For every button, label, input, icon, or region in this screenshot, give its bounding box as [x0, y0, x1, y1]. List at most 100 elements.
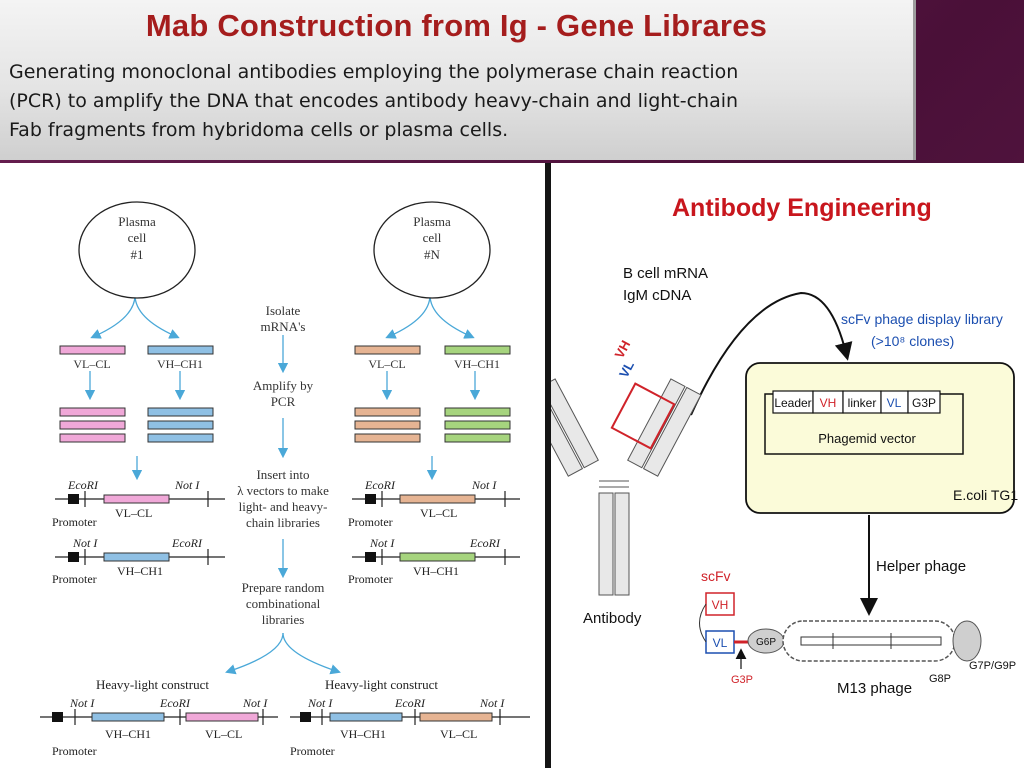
plasma-cell-1	[78, 201, 196, 299]
promoter-label: Promoter	[52, 572, 97, 586]
ecori-label: EcoRI	[171, 536, 203, 550]
ecoli-label: E.coli TG1	[953, 487, 1018, 503]
phagemid-vector-label: Phagemid vector	[818, 431, 916, 446]
segment-label: linker	[848, 396, 877, 410]
pcr-heavy-1	[147, 433, 214, 443]
vector-heavy-insert	[103, 552, 170, 562]
g7p-g9p-label: G7P/G9P	[969, 660, 1016, 672]
antibody-engineering-diagram: Antibody Engineering B cell mRNA IgM cDN…	[551, 194, 1018, 697]
step-insert: Insert into	[256, 467, 309, 482]
promoter-box	[68, 552, 79, 562]
promoter-label: Promoter	[52, 744, 97, 758]
scfv-vh-label: VH	[712, 598, 729, 612]
antibody-schematic	[551, 378, 702, 596]
pcr-heavy-1	[147, 420, 214, 430]
segment-label: VL	[887, 396, 902, 410]
construct-label: Heavy-light construct	[96, 677, 209, 692]
subtitle-line: Fab fragments from hybridoma cells or pl…	[9, 119, 509, 141]
slide-subtitle: Generating monoclonal antibodies employi…	[9, 58, 904, 145]
noti-label: Not I	[242, 696, 268, 710]
antibody-engineering-panel: Antibody Engineering B cell mRNA IgM cDN…	[551, 163, 1024, 768]
heavy-chain-label: VH–CH1	[454, 357, 500, 371]
subtitle-line: (PCR) to amplify the DNA that encodes an…	[9, 90, 739, 112]
library-diagram: Plasma cell #1 Plasma cell #N Isolate mR…	[40, 201, 530, 758]
mrna-light-1	[59, 345, 126, 355]
celln-line: Plasma	[413, 214, 451, 229]
ecori-label: EcoRI	[469, 536, 501, 550]
promoter-box	[365, 494, 376, 504]
vh-label: VH	[612, 338, 634, 361]
slide-title: Mab Construction from Ig - Gene Librares	[145, 8, 768, 43]
noti-label: Not I	[307, 696, 333, 710]
bcell-line: B cell mRNA	[623, 265, 708, 282]
antibody-label: Antibody	[583, 610, 642, 627]
pcr-light-n	[354, 407, 421, 417]
g3p-label: G3P	[731, 674, 753, 686]
heavy-chain-label: VH–CH1	[157, 357, 203, 371]
step-amplify: Amplify by	[253, 378, 314, 393]
diagram-title: Antibody Engineering	[672, 194, 932, 222]
promoter-box	[52, 712, 63, 722]
scfv-vl-label: VL	[713, 636, 728, 650]
step-prepare: libraries	[262, 612, 305, 627]
construct-heavy	[91, 712, 165, 722]
cell1-line: Plasma	[118, 214, 156, 229]
promoter-box	[365, 552, 376, 562]
celln-line: cell	[423, 230, 442, 245]
noti-label: Not I	[369, 536, 395, 550]
construct-heavy	[329, 712, 403, 722]
heavy-chain-label: VH–CH1	[340, 727, 386, 741]
g8p-label: G8P	[929, 673, 951, 685]
step-prepare: combinational	[246, 596, 321, 611]
pcr-light-1	[59, 433, 126, 443]
step-amplify: PCR	[271, 394, 296, 409]
bcell-line: IgM cDNA	[623, 287, 691, 304]
promoter-label: Promoter	[290, 744, 335, 758]
ecori-label: EcoRI	[364, 478, 396, 492]
library-line: scFv phage display library	[841, 311, 1003, 327]
segment-label: Leader	[774, 396, 811, 410]
light-chain-label: VL–CL	[368, 357, 405, 371]
library-line: (>10⁸ clones)	[871, 333, 954, 349]
pcr-light-1	[59, 420, 126, 430]
step-isolate: mRNA's	[261, 319, 306, 334]
promoter-label: Promoter	[348, 515, 393, 529]
scfv-label: scFv	[701, 568, 731, 584]
segment-label: G3P	[912, 396, 936, 410]
mrna-heavy-n	[444, 345, 511, 355]
light-chain-label: VL–CL	[440, 727, 477, 741]
noti-label: Not I	[174, 478, 200, 492]
phagemid-segment-g3p	[907, 390, 941, 414]
vector-heavy-insert	[399, 552, 476, 562]
heavy-chain-label: VH–CH1	[117, 564, 163, 578]
vector-light-insert	[103, 494, 170, 504]
pcr-light-1	[59, 407, 126, 417]
promoter-label: Promoter	[52, 515, 97, 529]
step-prepare: Prepare random	[242, 580, 325, 595]
noti-label: Not I	[69, 696, 95, 710]
light-chain-label: VL–CL	[115, 506, 152, 520]
promoter-label: Promoter	[348, 572, 393, 586]
vl-label: VL	[616, 358, 637, 380]
g7p-g9p-coat	[952, 620, 982, 662]
pcr-heavy-1	[147, 407, 214, 417]
mrna-light-n	[354, 345, 421, 355]
construct-light	[419, 712, 493, 722]
pcr-light-n	[354, 420, 421, 430]
title-band: Mab Construction from Ig - Gene Librares…	[0, 0, 916, 160]
celln-line: #N	[424, 247, 441, 262]
subtitle-line: Generating monoclonal antibodies employi…	[9, 61, 739, 83]
mrna-heavy-1	[147, 345, 214, 355]
step-insert: chain libraries	[246, 515, 320, 530]
noti-label: Not I	[471, 478, 497, 492]
heavy-chain-label: VH–CH1	[105, 727, 151, 741]
pcr-heavy-n	[444, 407, 511, 417]
helper-phage-label: Helper phage	[876, 558, 966, 575]
pcr-light-n	[354, 433, 421, 443]
m13-phage-label: M13 phage	[837, 680, 912, 697]
construct-light	[185, 712, 259, 722]
plasma-cell-n	[373, 201, 491, 299]
construct-label: Heavy-light construct	[325, 677, 438, 692]
step-isolate: Isolate	[266, 303, 301, 318]
cell1-line: #1	[131, 247, 144, 262]
